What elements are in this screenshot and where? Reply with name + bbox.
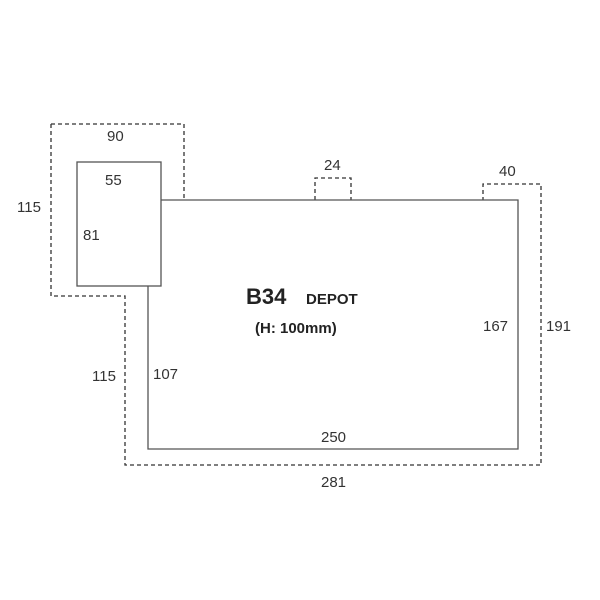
inner-notch-box: [76, 161, 162, 287]
inner-main-outline: [147, 199, 519, 450]
outer-right-height-label: 191: [546, 318, 571, 335]
depot-height-note: (H: 100mm): [255, 320, 337, 337]
inner-notch-width-label: 55: [105, 172, 122, 189]
depot-name: DEPOT: [306, 291, 358, 308]
inner-left-height-label: 107: [153, 366, 178, 383]
outer-notch-height-label: 115: [17, 199, 41, 216]
inner-notch-height-label: 81: [83, 227, 100, 244]
outer-dashed-tab-small: [314, 177, 352, 200]
outer-tab-small-label: 24: [324, 157, 341, 174]
outer-dashed-outline: [51, 123, 185, 200]
outer-left-height-label: 115: [92, 368, 116, 385]
inner-bottom-width-label: 250: [321, 429, 346, 446]
inner-right-height-label: 167: [483, 318, 508, 335]
outer-tab-corner-label: 40: [499, 163, 516, 180]
outer-dashed-outline-left: [50, 124, 542, 466]
outer-bottom-width-label: 281: [321, 474, 346, 491]
depot-code: B34: [246, 284, 287, 309]
outer-notch-width-label: 90: [107, 128, 124, 145]
